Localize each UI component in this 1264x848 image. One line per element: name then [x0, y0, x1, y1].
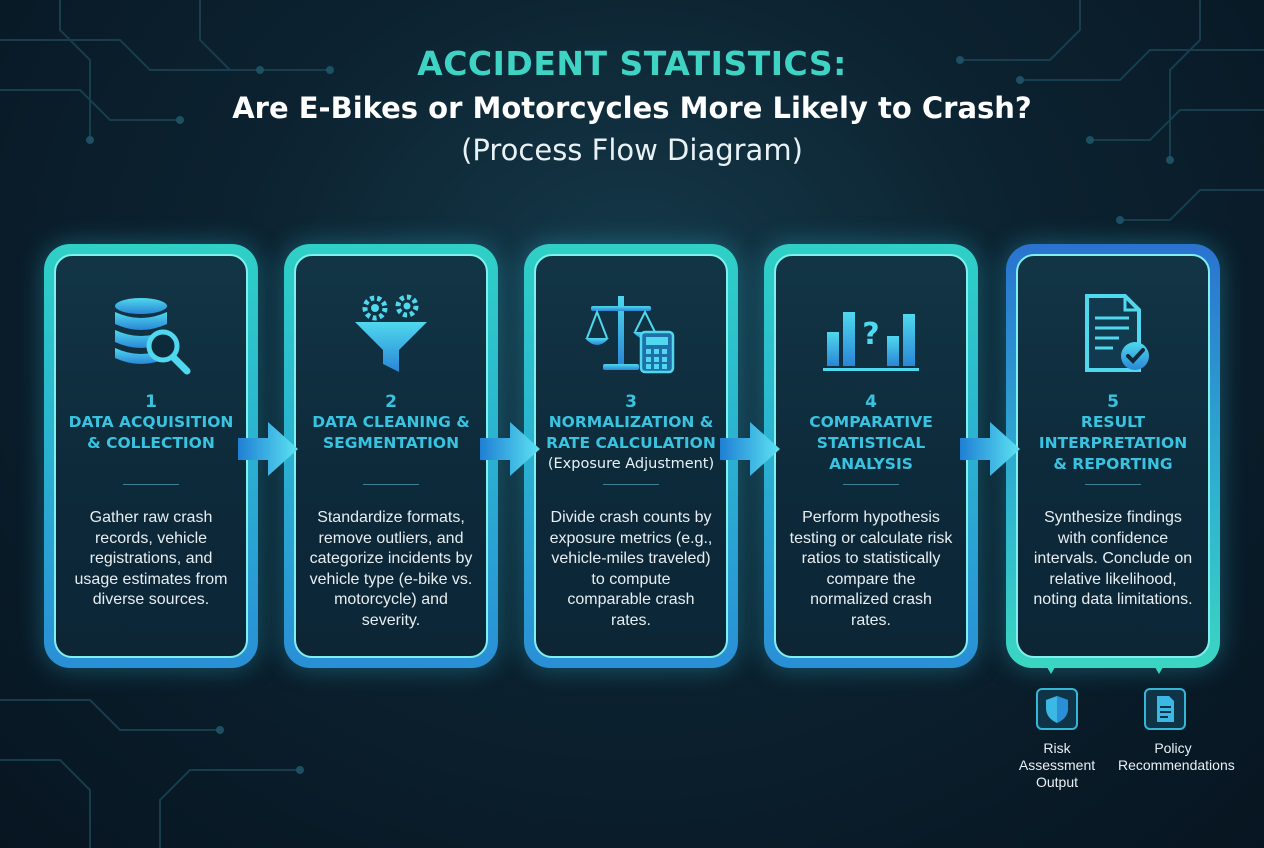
step-description: Synthesize findings with confidence inte… — [1033, 509, 1193, 608]
divider — [1085, 484, 1141, 485]
scale-calculator-icon — [585, 296, 675, 374]
step-number: 4 — [865, 392, 877, 412]
step-title: COMPARATIVE STATISTICAL ANALYSIS — [800, 412, 942, 475]
flow-arrow-3 — [720, 422, 780, 476]
step-title: NORMALIZATION & RATE CALCULATION (Exposur… — [540, 412, 722, 475]
divider — [603, 484, 659, 485]
document-icon — [1157, 696, 1174, 722]
step-card-3: 3 NORMALIZATION & RATE CALCULATION (Expos… — [524, 244, 738, 668]
bar-chart-question-icon: ? — [823, 312, 919, 371]
title-line-3: (Process Flow Diagram) — [461, 133, 803, 167]
step-card-5: 5 RESULT INTERPRETATION & REPORTING Synt… — [1006, 244, 1220, 668]
step-number: 5 — [1107, 392, 1119, 412]
risk-assessment-label: Risk Assessment Output — [1018, 740, 1096, 790]
flow-arrow-1 — [238, 422, 298, 476]
step-card-inner: 1 DATA ACQUISITION & COLLECTION Gather r… — [54, 254, 248, 658]
divider — [123, 484, 179, 485]
risk-assessment-output-box — [1036, 688, 1078, 730]
output-connectors — [1044, 662, 1166, 674]
step-title: DATA CLEANING & SEGMENTATION — [300, 412, 482, 454]
step-card-inner: ? 4 COMPARATIVE STATISTICAL ANALYSIS Per… — [774, 254, 968, 658]
step-card-inner: 5 RESULT INTERPRETATION & REPORTING Synt… — [1016, 254, 1210, 658]
title-block: ACCIDENT STATISTICS: Are E-Bikes or Moto… — [0, 44, 1264, 170]
step-description: Divide crash counts by exposure metrics … — [549, 509, 713, 629]
step-card-4: ? 4 COMPARATIVE STATISTICAL ANALYSIS Per… — [764, 244, 978, 668]
step-number: 1 — [145, 392, 157, 412]
divider — [363, 484, 419, 485]
flow-arrow-4 — [960, 422, 1020, 476]
title-line-1: ACCIDENT STATISTICS: — [417, 44, 847, 83]
funnel-gears-icon — [355, 294, 427, 372]
database-search-icon — [115, 298, 191, 375]
flow-arrow-2 — [480, 422, 540, 476]
title-line-2: Are E-Bikes or Motorcycles More Likely t… — [232, 91, 1032, 125]
svg-text:?: ? — [862, 317, 879, 352]
step-title-text: DATA ACQUISITION & COLLECTION — [68, 413, 234, 452]
step-number: 3 — [625, 392, 637, 412]
step-card-inner: 3 NORMALIZATION & RATE CALCULATION (Expos… — [534, 254, 728, 658]
step-subtitle: (Exposure Adjustment) — [547, 456, 715, 472]
step-title: RESULT INTERPRETATION & REPORTING — [1038, 412, 1188, 475]
step-title-text: DATA CLEANING & SEGMENTATION — [312, 413, 470, 452]
divider — [843, 484, 899, 485]
step-title: DATA ACQUISITION & COLLECTION — [60, 412, 242, 454]
step-title-text: RESULT INTERPRETATION & REPORTING — [1038, 413, 1188, 473]
policy-recommendations-label: Policy Recommendations — [1118, 740, 1235, 773]
step-card-2: 2 DATA CLEANING & SEGMENTATION Standardi… — [284, 244, 498, 668]
step-title-text: NORMALIZATION & RATE CALCULATION — [546, 413, 716, 452]
step-title-text: COMPARATIVE STATISTICAL ANALYSIS — [809, 413, 933, 473]
policy-recommendations-box — [1144, 688, 1186, 730]
step-card-1: 1 DATA ACQUISITION & COLLECTION Gather r… — [44, 244, 258, 668]
document-check-icon — [1085, 294, 1149, 372]
step-card-inner: 2 DATA CLEANING & SEGMENTATION Standardi… — [294, 254, 488, 658]
shield-icon — [1046, 696, 1068, 723]
step-description: Standardize formats, remove outliers, an… — [309, 509, 473, 629]
step-description: Perform hypothesis testing or calculate … — [789, 509, 953, 629]
step-description: Gather raw crash records, vehicle regist… — [74, 509, 228, 608]
step-number: 2 — [385, 392, 397, 412]
